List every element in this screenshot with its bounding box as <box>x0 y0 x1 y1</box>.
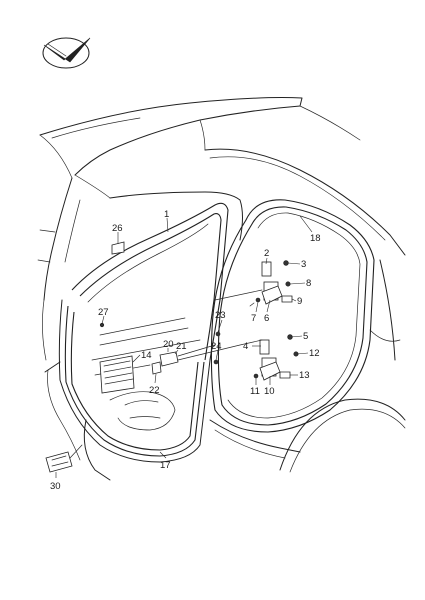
rear-door-panel <box>44 299 211 463</box>
callout-23: 23 <box>215 310 226 321</box>
callout-9: 9 <box>297 296 302 307</box>
callout-20: 20 <box>163 339 174 350</box>
callout-12: 12 <box>309 348 320 359</box>
callout-27: 27 <box>98 307 109 318</box>
callout-11: 11 <box>250 386 260 397</box>
lower-hinge <box>253 334 299 381</box>
callout-7: 7 <box>251 313 256 324</box>
callout-6: 6 <box>264 313 269 324</box>
callout-2: 2 <box>264 248 269 259</box>
callout-labels: 26 1 18 2 3 8 9 7 6 27 23 14 20 21 24 4 … <box>50 209 321 492</box>
callout-17: 17 <box>160 460 171 471</box>
callout-30: 30 <box>50 481 61 492</box>
callout-5: 5 <box>303 331 308 342</box>
callout-21: 21 <box>176 341 187 352</box>
check-arrow-emblem-icon <box>42 37 91 69</box>
callout-3: 3 <box>301 259 306 270</box>
callout-14: 14 <box>141 350 152 361</box>
leader-lines <box>55 215 313 478</box>
callout-26: 26 <box>112 223 123 234</box>
callout-4: 4 <box>243 341 248 352</box>
door-window-seal <box>71 202 229 361</box>
callout-18: 18 <box>310 233 321 244</box>
callout-13: 13 <box>299 370 310 381</box>
callout-10: 10 <box>264 386 275 397</box>
door-opening-seal <box>210 199 375 433</box>
upper-hinge <box>249 260 293 307</box>
door-check-parts <box>99 241 263 375</box>
car-body-outline <box>37 97 406 481</box>
callout-8: 8 <box>306 278 311 289</box>
callout-1: 1 <box>164 209 169 220</box>
callout-22: 22 <box>149 385 160 396</box>
callout-24: 24 <box>211 341 222 352</box>
part-30-clip <box>45 444 83 473</box>
